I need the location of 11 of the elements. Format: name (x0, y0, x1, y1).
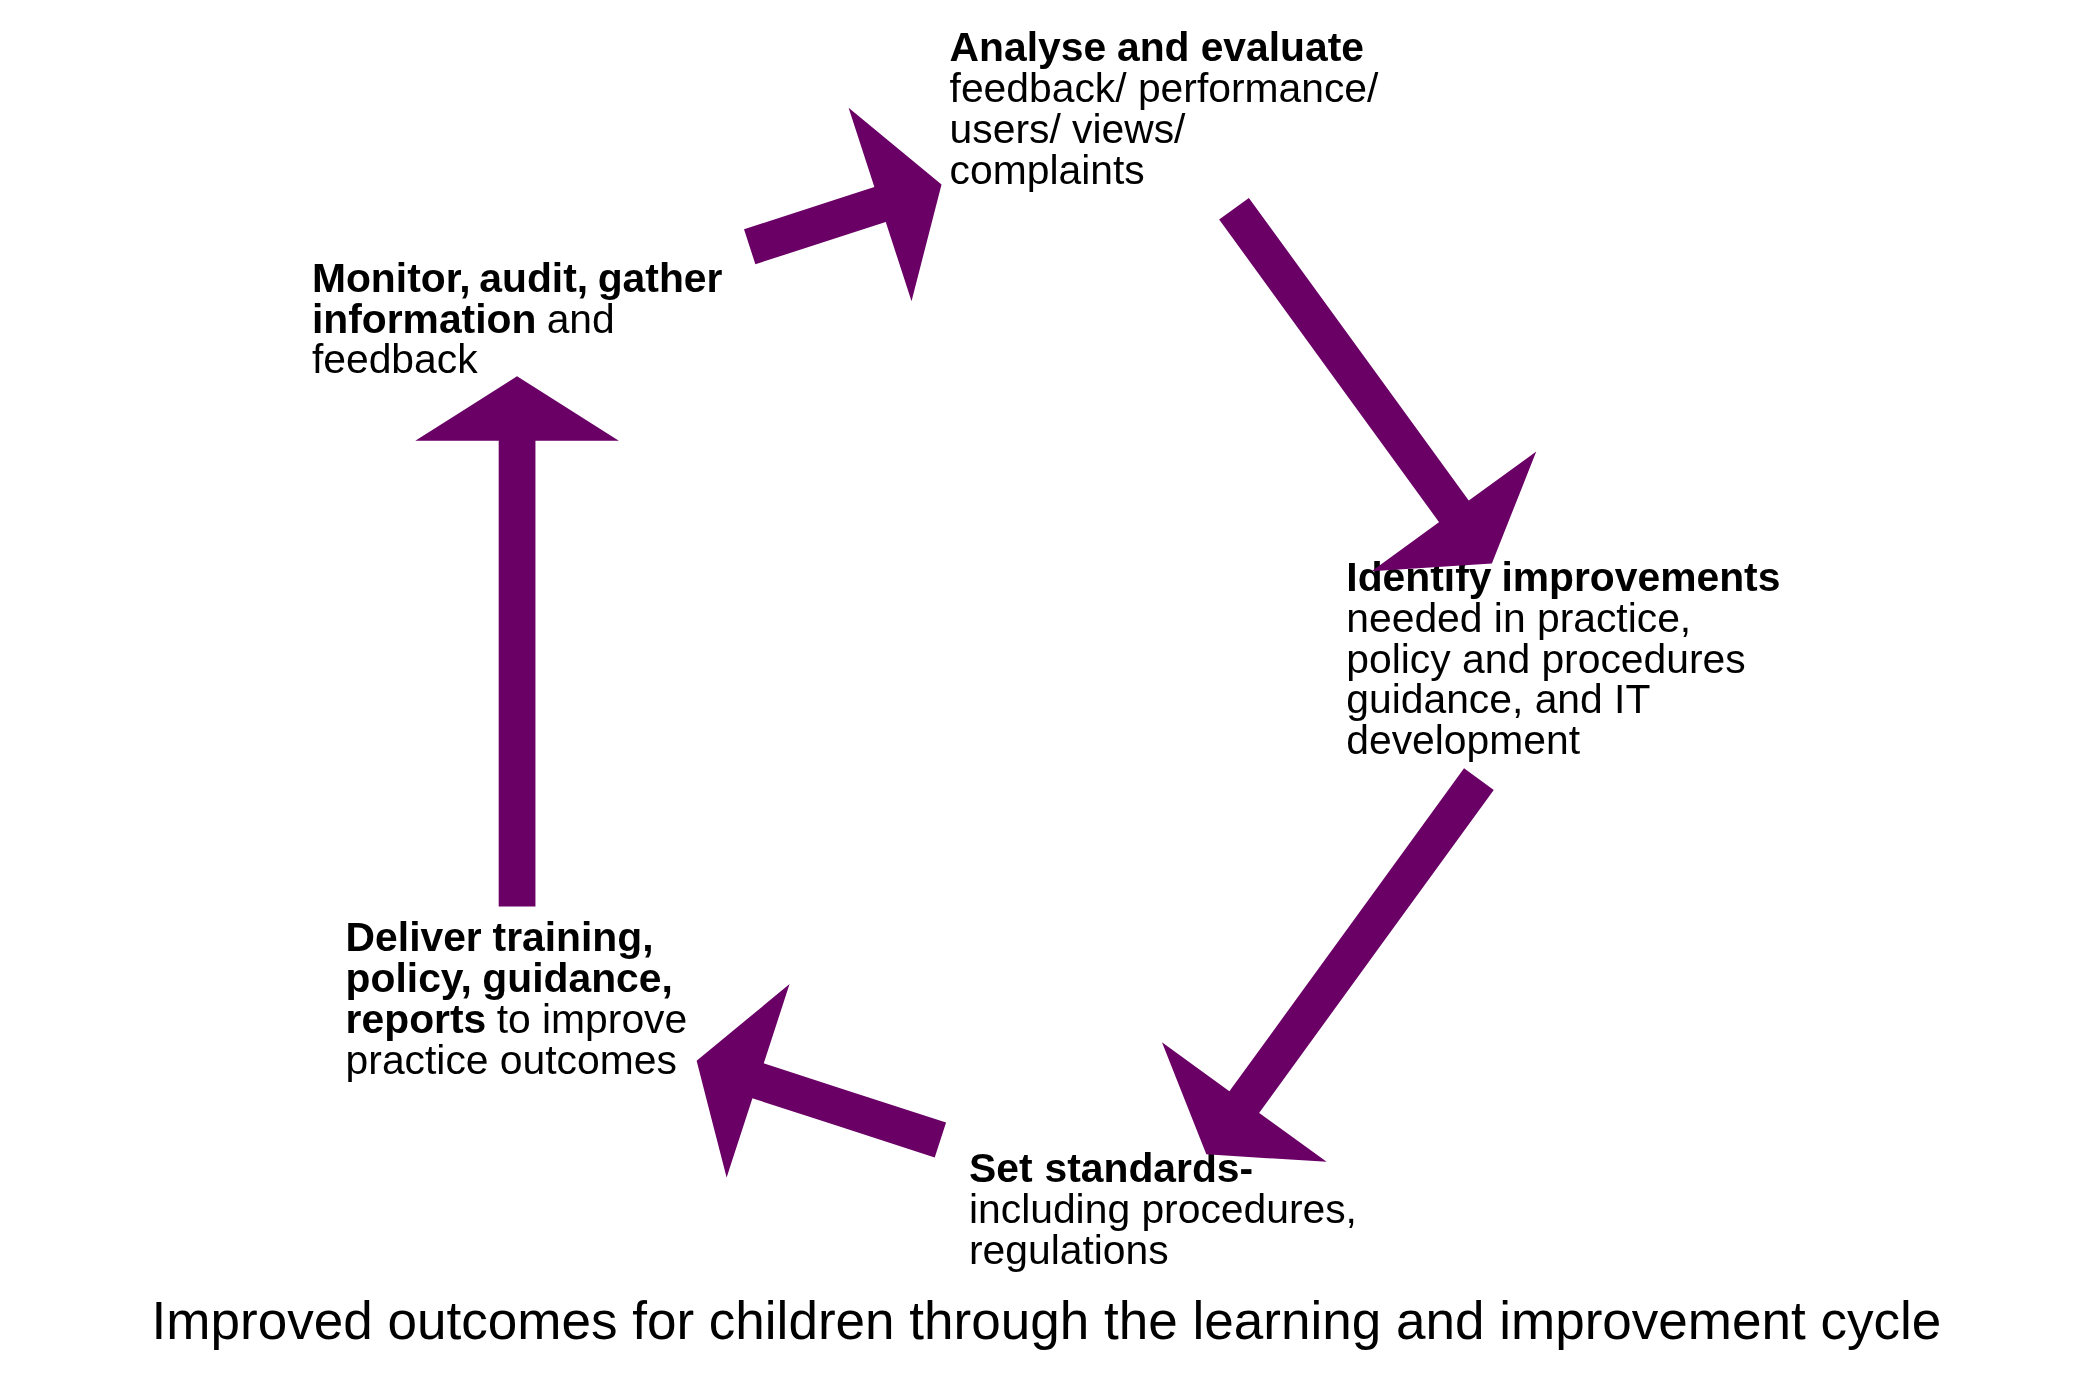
node-text: Identify improvements needed in practice, policy and procedures guidance, and IT development (1346, 554, 1781, 764)
arrow (744, 107, 942, 302)
arrow (415, 376, 619, 907)
node-text: Deliver training, policy, guidance, reports to improve practice outcomes (345, 914, 688, 1083)
arrow (696, 984, 947, 1178)
diagram-title: Improved outcomes for children through the learning and improvement cycle (151, 1290, 1942, 1350)
node-text: Set standards- including procedures, regulations (968, 1145, 1357, 1273)
node-text: Monitor, audit, gather information and feedback (311, 254, 723, 383)
node-text: Analyse and evaluate feedback/ performance/ users/ views/ complaints (949, 24, 1379, 193)
arrow (1219, 197, 1537, 572)
arrow (1161, 768, 1494, 1162)
